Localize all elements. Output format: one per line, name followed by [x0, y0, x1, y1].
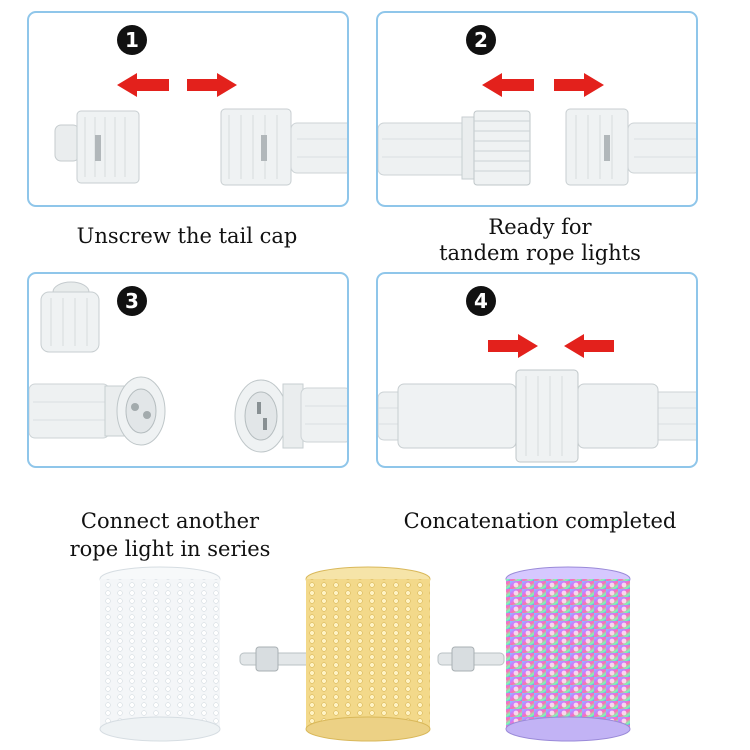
connector-1 — [239, 646, 311, 672]
step-3-illustration — [29, 281, 347, 453]
red-arrow-left-icon — [482, 73, 534, 97]
rope-light-reels-illustration — [99, 566, 631, 742]
step-2-panel: 2 — [376, 11, 698, 207]
step-2-caption-line1: Ready for — [488, 215, 592, 239]
step-1-illustration — [54, 73, 347, 186]
step-4-illustration — [378, 334, 696, 463]
step-1-caption: Unscrew the tail cap — [76, 224, 298, 248]
step-1-panel: 1 — [27, 11, 349, 207]
rope-end — [565, 108, 696, 186]
step-2-illustration — [378, 73, 696, 186]
tail-cap — [54, 110, 140, 184]
connector-2 — [437, 646, 505, 672]
step-4-caption: Concatenation completed — [403, 509, 677, 533]
red-arrow-left-icon — [564, 334, 614, 358]
multicolor-reel — [505, 566, 631, 742]
rope-with-thread — [378, 110, 531, 186]
step-4-panel: 4 — [376, 272, 698, 468]
rope-end — [220, 108, 347, 186]
rope-male-plug — [29, 376, 166, 446]
red-arrow-right-icon — [187, 73, 237, 97]
step-1-badge: 1 — [117, 25, 147, 55]
step-3-caption-line1: Connect another — [80, 509, 260, 533]
warm-white-reel — [305, 566, 431, 742]
step-2-badge: 2 — [466, 25, 496, 55]
step-3-caption-line2: rope light in series — [69, 537, 271, 561]
step-3-badge: 3 — [117, 286, 147, 316]
red-arrow-right-icon — [554, 73, 604, 97]
step-2-caption-line2: tandem rope lights — [439, 241, 641, 265]
cool-white-reel — [99, 566, 221, 742]
step-3-panel: 3 — [27, 272, 349, 468]
joined-rope — [378, 369, 696, 463]
red-arrow-right-icon — [488, 334, 538, 358]
step-4-badge: 4 — [466, 286, 496, 316]
rope-female-socket — [234, 379, 347, 453]
red-arrow-left-icon — [117, 73, 169, 97]
tail-cap — [40, 281, 100, 353]
